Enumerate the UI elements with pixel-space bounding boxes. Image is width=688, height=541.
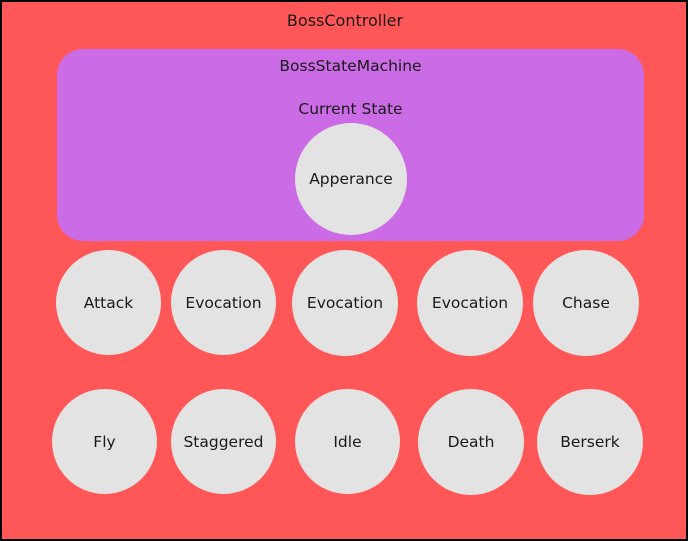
state-chase: Chase bbox=[533, 250, 639, 356]
state-staggered: Staggered bbox=[171, 389, 276, 494]
boss-controller-title: BossController bbox=[286, 11, 404, 30]
state-attack: Attack bbox=[56, 250, 161, 355]
state-evocation-3: Evocation bbox=[417, 250, 523, 356]
state-death: Death bbox=[418, 389, 524, 495]
current-state-node: Apperance bbox=[295, 123, 407, 235]
state-berserk: Berserk bbox=[537, 389, 643, 495]
state-evocation-1: Evocation bbox=[171, 250, 276, 355]
state-evocation-2: Evocation bbox=[292, 250, 398, 356]
current-state-label: Current State bbox=[298, 100, 403, 118]
state-fly: Fly bbox=[52, 389, 157, 494]
state-machine-title: BossStateMachine bbox=[279, 57, 422, 75]
boss-state-machine: BossStateMachine Current State Apperance bbox=[57, 49, 644, 241]
state-idle: Idle bbox=[295, 389, 400, 494]
